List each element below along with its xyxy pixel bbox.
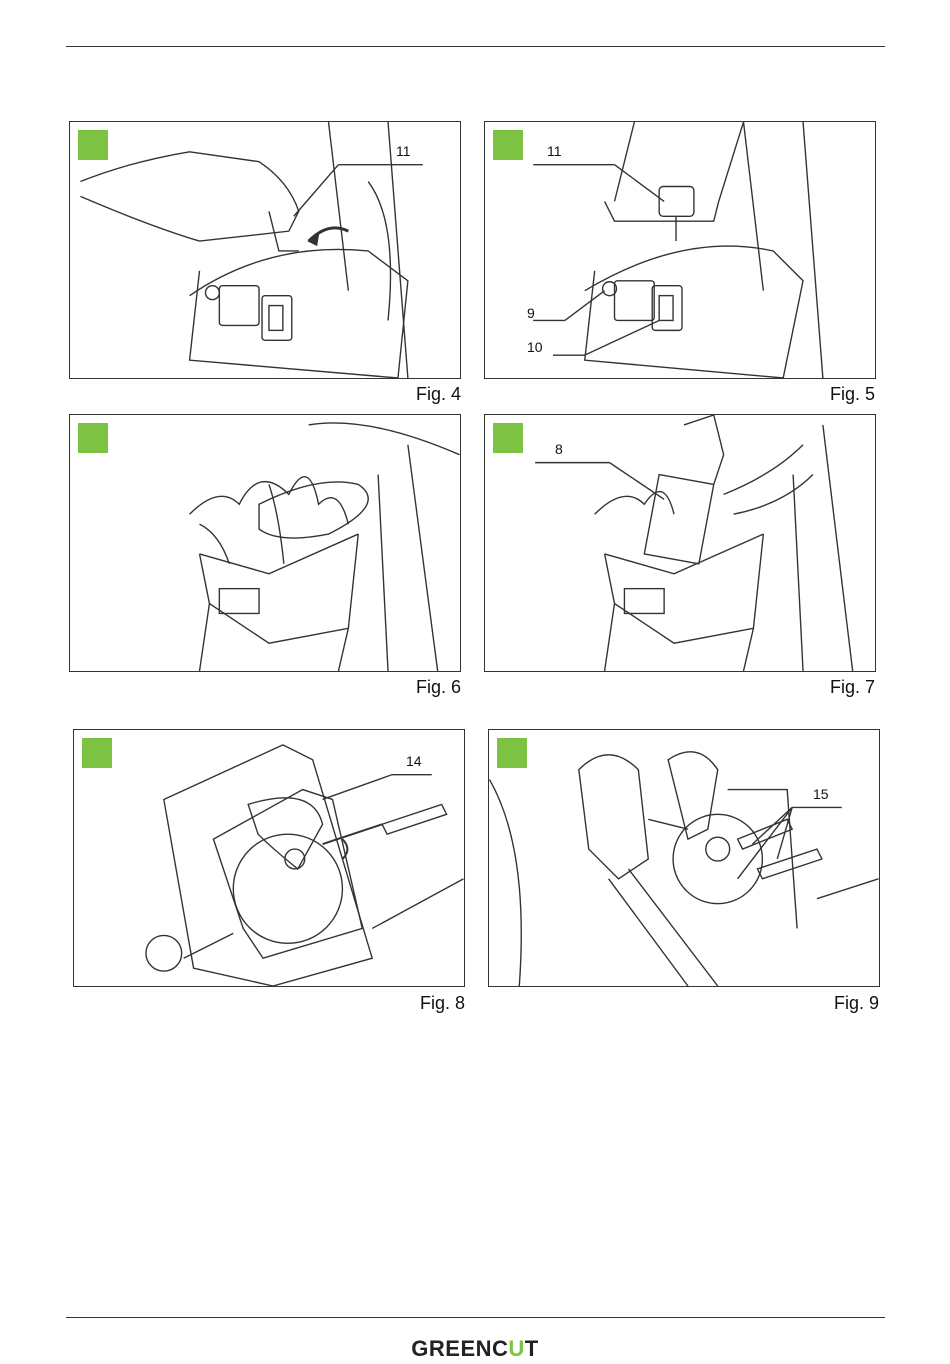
greencut-logo: GREENCUT bbox=[0, 1336, 950, 1362]
header-rule bbox=[66, 46, 885, 47]
callout-14: 14 bbox=[406, 753, 422, 769]
callout-10: 10 bbox=[527, 339, 543, 355]
figure-4-panel: 11 bbox=[69, 121, 461, 379]
blade-replacement-illustration bbox=[489, 730, 879, 986]
shredder-knob-illustration bbox=[70, 122, 460, 378]
figure-7-caption: Fig. 7 bbox=[755, 677, 875, 698]
figure-6-panel bbox=[69, 414, 461, 672]
figure-7-panel: 8 bbox=[484, 414, 876, 672]
feeding-leaves-illustration bbox=[70, 415, 460, 671]
callout-11: 11 bbox=[396, 143, 411, 159]
shredder-knob-removed-illustration bbox=[485, 122, 875, 378]
callout-9: 9 bbox=[527, 305, 535, 321]
figure-8-caption: Fig. 8 bbox=[345, 993, 465, 1014]
figure-9-caption: Fig. 9 bbox=[759, 993, 879, 1014]
figure-8-panel: 14 bbox=[73, 729, 465, 987]
callout-15: 15 bbox=[813, 786, 829, 802]
pusher-tool-illustration bbox=[485, 415, 875, 671]
figure-4-caption: Fig. 4 bbox=[341, 384, 461, 405]
figure-9-panel: 15 bbox=[488, 729, 880, 987]
callout-8: 8 bbox=[555, 441, 563, 457]
callout-11: 11 bbox=[547, 143, 562, 159]
footer-rule bbox=[66, 1317, 885, 1318]
figure-5-panel: 11 9 10 bbox=[484, 121, 876, 379]
figure-6-caption: Fig. 6 bbox=[341, 677, 461, 698]
figure-5-caption: Fig. 5 bbox=[755, 384, 875, 405]
